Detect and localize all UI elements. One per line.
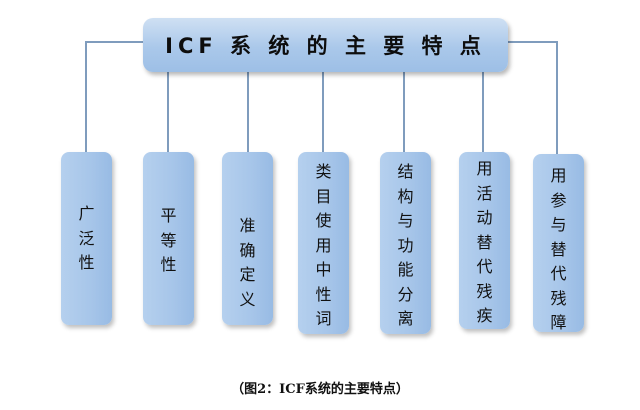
feature-label-2: 平 等 性 — [160, 206, 177, 274]
diagram-title: ICF 系 统 的 主 要 特 点 — [143, 18, 508, 72]
feature-label-4: 类 目 使 用 中 性 词 — [315, 162, 332, 328]
feature-box-6: 用 活 动 替 代 残 疾 — [459, 152, 510, 329]
feature-label-6: 用 活 动 替 代 残 疾 — [476, 159, 493, 325]
feature-box-7: 用 参 与 替 代 残 障 — [533, 154, 584, 332]
connector-item-1 — [85, 41, 143, 152]
figure-caption: （图2：ICF系统的主要特点） — [231, 382, 409, 397]
feature-box-5: 结 构 与 功 能 分 离 — [380, 152, 431, 334]
feature-box-4: 类 目 使 用 中 性 词 — [298, 152, 349, 334]
feature-label-7: 用 参 与 替 代 残 障 — [550, 166, 567, 332]
feature-box-2: 平 等 性 — [143, 152, 194, 325]
feature-label-5: 结 构 与 功 能 分 离 — [397, 162, 414, 328]
feature-label-3: 准 确 定 义 — [239, 216, 256, 309]
feature-box-3: 准 确 定 义 — [222, 152, 273, 325]
feature-box-1: 广 泛 性 — [61, 152, 112, 325]
connector-item-7 — [508, 41, 558, 154]
feature-label-1: 广 泛 性 — [78, 204, 95, 272]
